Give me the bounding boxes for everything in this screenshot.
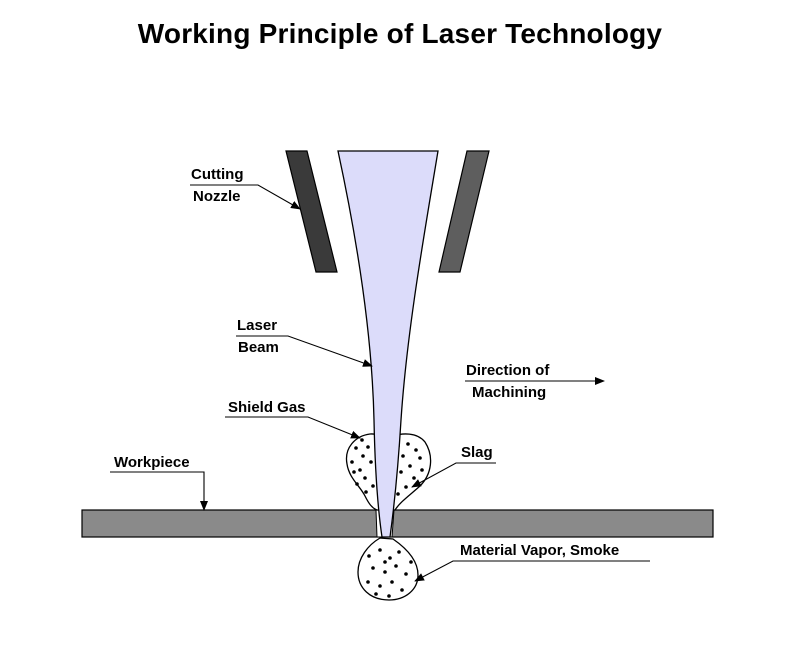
shield-gas-label: Shield Gas (228, 399, 306, 416)
particle-dot (406, 442, 410, 446)
material-vapor-leader (414, 560, 650, 582)
particle-dot (366, 580, 370, 584)
workpiece-leader (110, 471, 208, 511)
laser-beam-label-line1: Laser (237, 317, 278, 334)
particle-dot (420, 468, 424, 472)
particle-dot (371, 484, 375, 488)
diagram-title: Working Principle of Laser Technology (137, 18, 663, 49)
particle-dot (378, 584, 382, 588)
shield-gas-leader (225, 416, 361, 439)
particle-dot (358, 468, 362, 472)
vapor-particles (366, 548, 413, 598)
slag-label: Slag (461, 444, 493, 461)
particle-dot (412, 476, 416, 480)
material-vapor-label: Material Vapor, Smoke (460, 542, 620, 559)
particle-dot (371, 566, 375, 570)
particle-dot (369, 460, 373, 464)
particle-dot (404, 485, 408, 489)
particle-dot (367, 554, 371, 558)
particle-dot (352, 470, 356, 474)
cutting-nozzle-right (438, 150, 490, 273)
cutting-nozzle-leader (190, 184, 301, 210)
particle-dot (409, 560, 413, 564)
particle-dot (394, 564, 398, 568)
particle-dot (378, 548, 382, 552)
particle-dot (383, 570, 387, 574)
direction-label-line1: Direction of (466, 362, 550, 379)
particle-dot (404, 572, 408, 576)
particle-dot (401, 454, 405, 458)
workpiece-label: Workpiece (114, 454, 190, 471)
particle-dot (383, 560, 387, 564)
workpiece-plate (81, 509, 714, 538)
particle-dot (396, 492, 400, 496)
slag-leader (411, 462, 496, 488)
particle-dot (354, 446, 358, 450)
particle-dot (355, 482, 359, 486)
cutting-nozzle-label-line2: Nozzle (193, 188, 241, 205)
particle-dot (364, 490, 368, 494)
material-vapor-blob (357, 537, 419, 601)
particle-dot (360, 438, 364, 442)
particle-dot (418, 456, 422, 460)
particle-dot (361, 454, 365, 458)
particle-dot (366, 445, 370, 449)
particle-dot (397, 550, 401, 554)
particle-dot (363, 476, 367, 480)
laser-beam-label-line2: Beam (238, 339, 279, 356)
cutting-nozzle-label-line1: Cutting (191, 166, 244, 183)
particle-dot (388, 556, 392, 560)
particle-dot (390, 580, 394, 584)
particle-dot (408, 464, 412, 468)
particle-dot (400, 588, 404, 592)
particle-dot (350, 460, 354, 464)
particle-dot (399, 470, 403, 474)
direction-label-line2: Machining (472, 384, 547, 401)
cutting-nozzle-left (285, 150, 338, 273)
laser-beam-leader (236, 335, 373, 367)
particle-dot (374, 592, 378, 596)
particle-dot (414, 448, 418, 452)
laser-beam (337, 150, 439, 538)
particle-dot (387, 594, 391, 598)
